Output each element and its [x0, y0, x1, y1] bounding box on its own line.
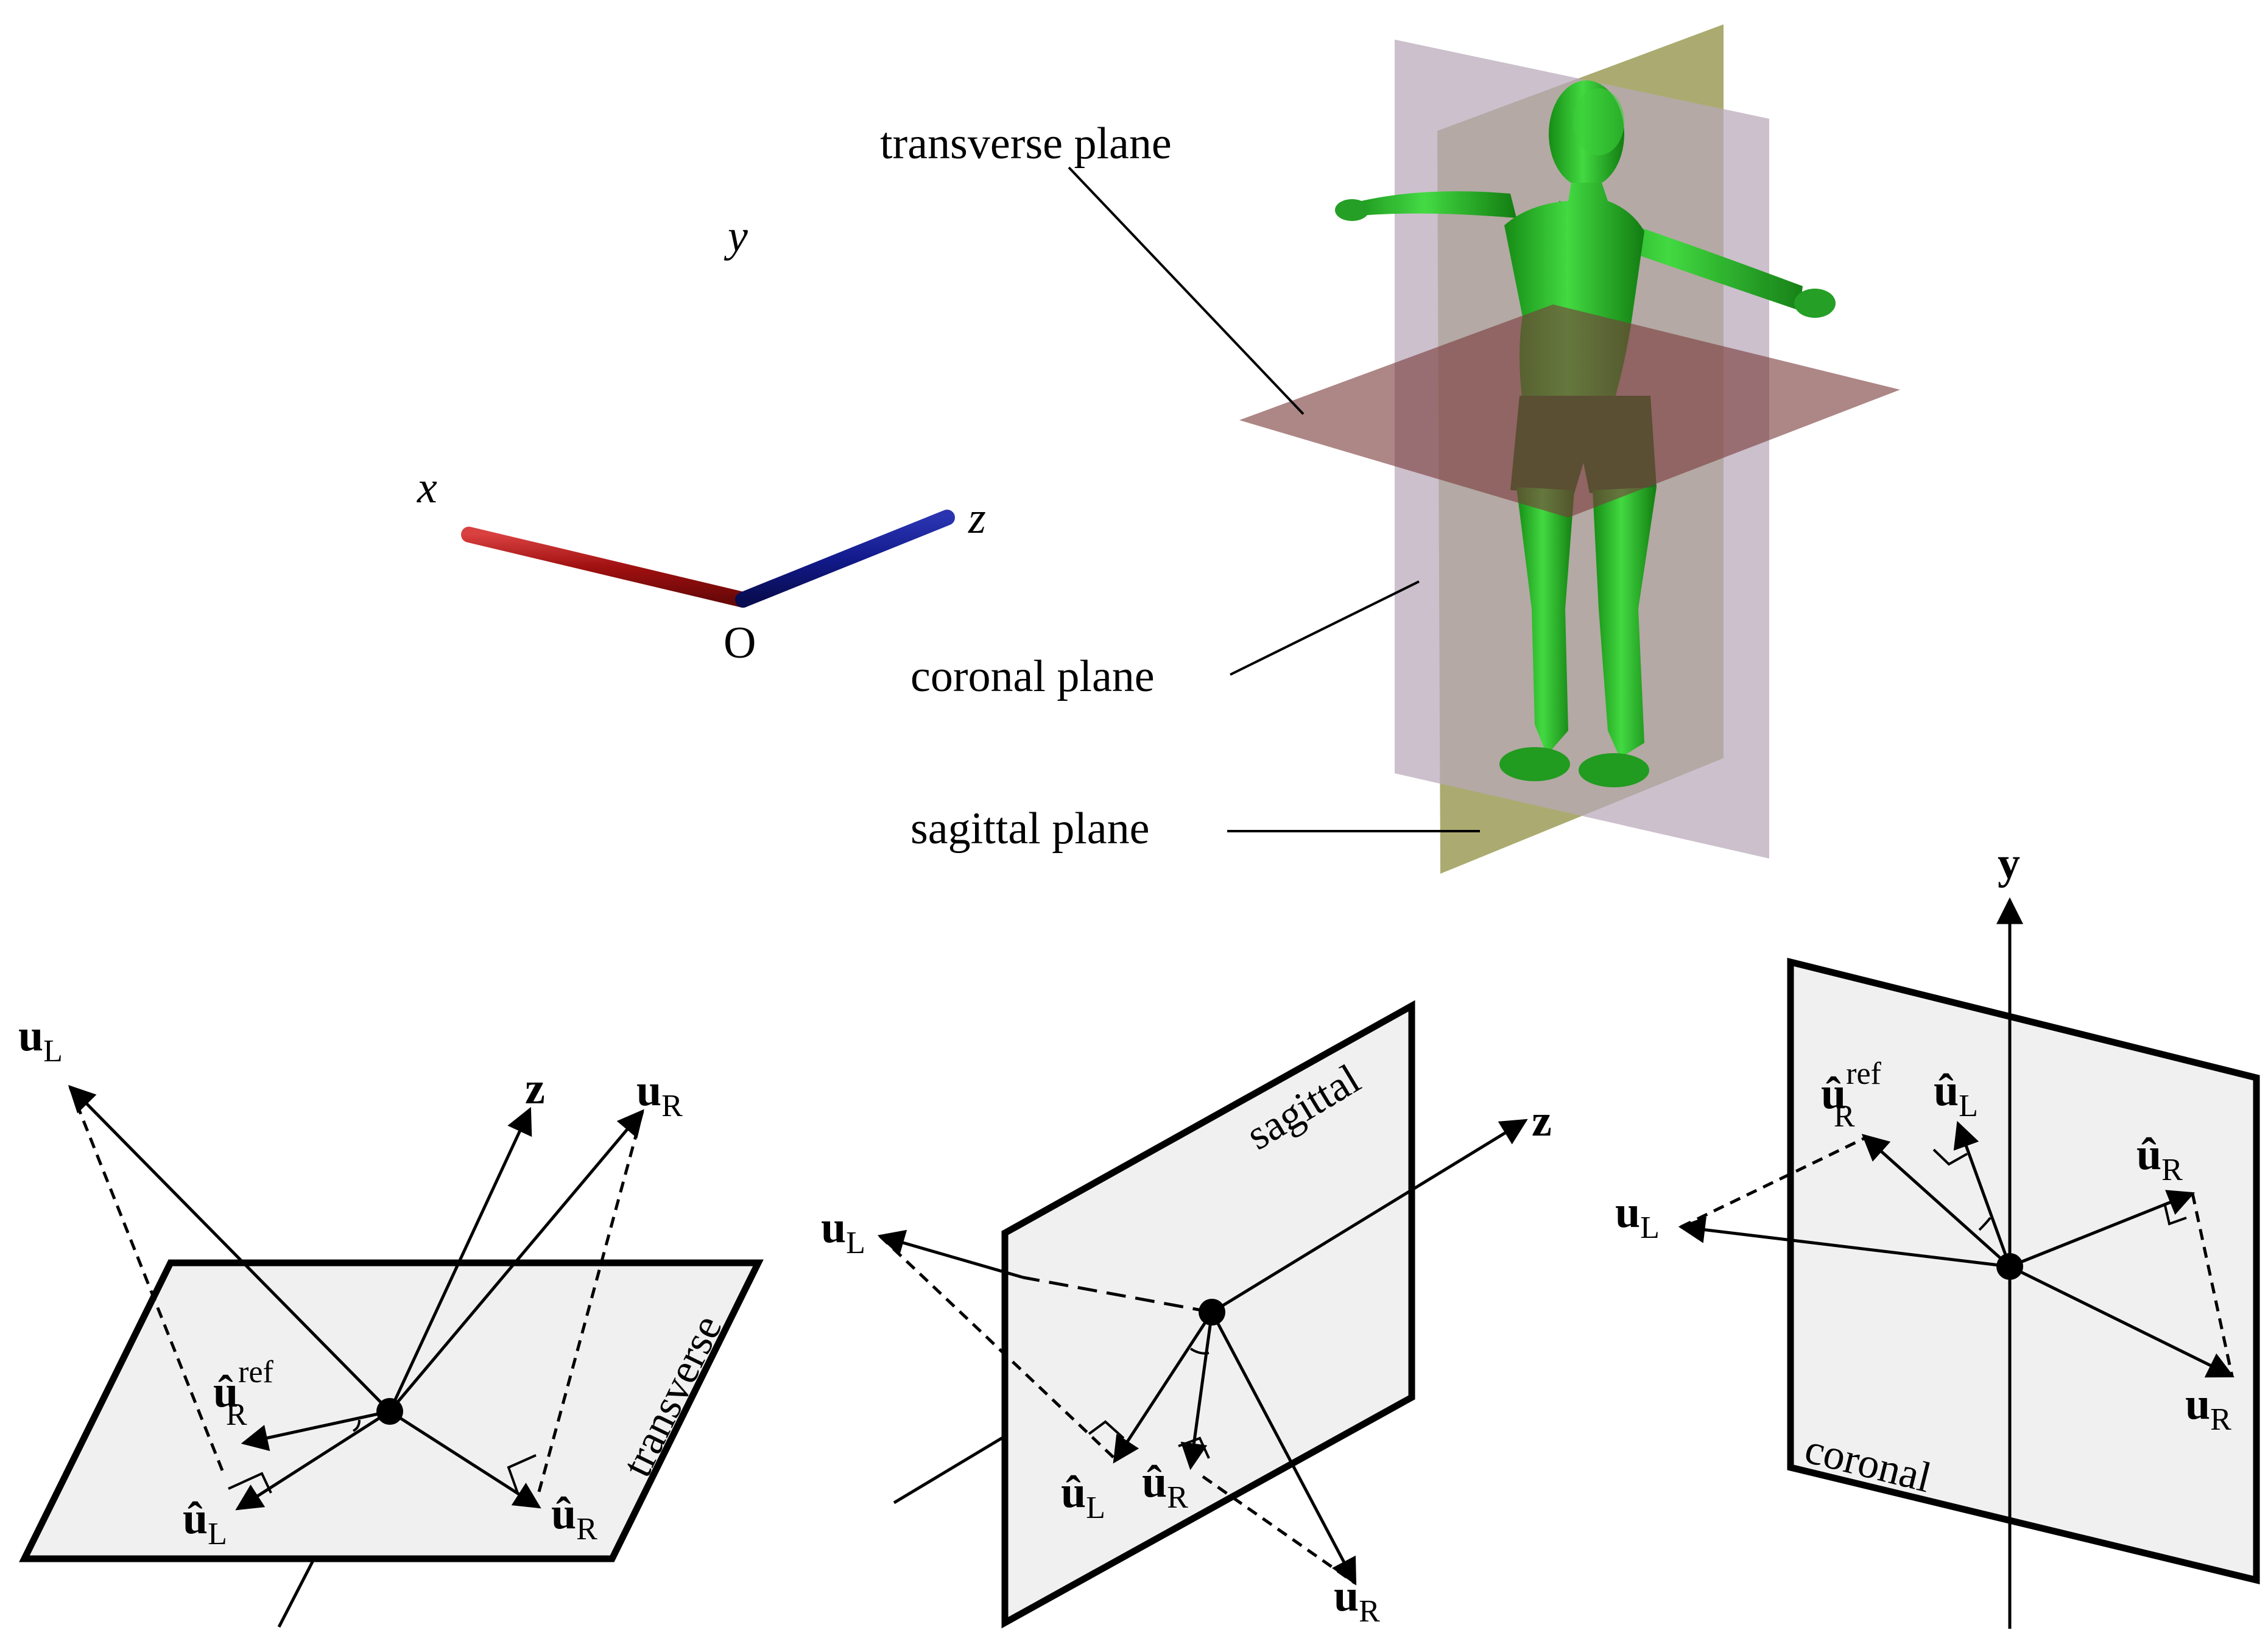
sagittal-plane-label: sagittal plane	[910, 804, 1149, 854]
transverse-u-L-label: uL	[18, 1011, 63, 1069]
sagittal-z-label: z	[1532, 1096, 1552, 1146]
transverse-u-R-label: uR	[636, 1066, 683, 1123]
origin-label: O	[724, 618, 756, 668]
x-axis-label: x	[417, 463, 437, 513]
human-figure-planes: transverse plane coronal plane sagittal …	[880, 24, 1900, 874]
coronal-u-L-label: uL	[1615, 1187, 1660, 1245]
sagittal-u-L-label: uL	[821, 1203, 865, 1260]
sagittal-uhat-L-label: ûL	[1061, 1467, 1105, 1525]
z-axis-label: z	[968, 493, 986, 543]
transverse-plane	[1239, 304, 1900, 518]
transverse-uhat-R-label: ûR	[551, 1489, 597, 1547]
coronal-panel-plane	[1787, 957, 2260, 1584]
coronal-plane-label: coronal plane	[910, 652, 1155, 701]
z-axis	[735, 510, 955, 608]
coronal-uhat-R-label: ûR	[2136, 1129, 2183, 1187]
axes-3d: x y z O	[417, 211, 986, 668]
x-axis	[461, 527, 751, 608]
sagittal-uhat-R-label: ûR	[1142, 1457, 1188, 1515]
transverse-uhat-L-label: ûL	[183, 1494, 227, 1551]
coronal-u-R-label: uR	[2185, 1379, 2231, 1437]
transverse-panel	[19, 1084, 764, 1628]
transverse-z-label: z	[525, 1064, 545, 1114]
transverse-plane-label: transverse plane	[880, 119, 1172, 169]
coronal-y-label: y	[1998, 838, 2020, 888]
sagittal-u-R-label: uR	[1334, 1571, 1380, 1629]
sagittal-panel	[877, 1000, 1528, 1629]
transverse-callout-line	[1068, 166, 1305, 415]
coronal-uhat-L-label: ûL	[1934, 1066, 1978, 1123]
coronal-panel	[1678, 897, 2260, 1629]
y-axis-label: y	[724, 211, 748, 261]
coronal-callout-line	[1230, 580, 1420, 676]
